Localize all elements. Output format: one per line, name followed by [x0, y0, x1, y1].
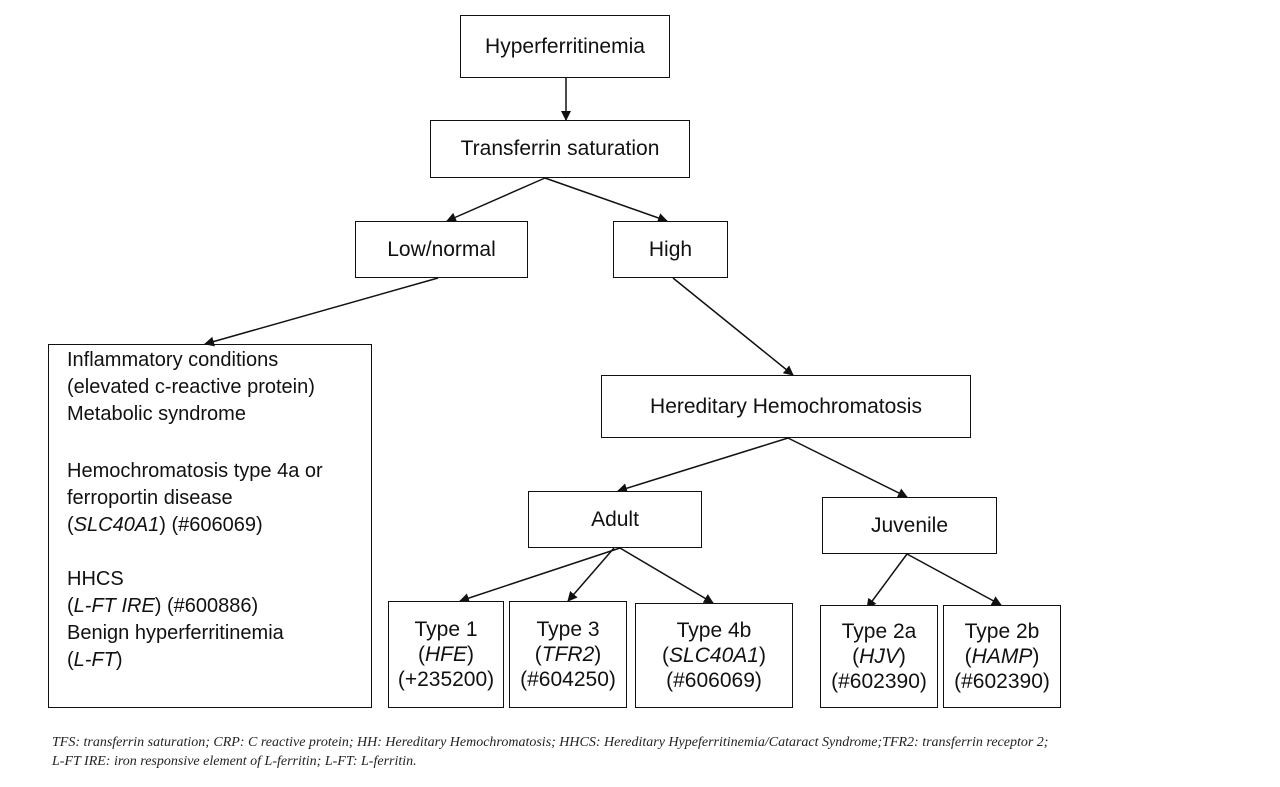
- node-label: Transferrin saturation: [460, 137, 660, 161]
- arrow-saturation-to-high: [544, 177, 668, 223]
- arrow-juvenile-to-type2a: [866, 553, 908, 609]
- node-type-1: Type 1 (HFE) (+235200): [388, 601, 504, 708]
- arrow-low-normal-to-conditions: [204, 277, 439, 347]
- node-type-4b: Type 4b (SLC40A1) (#606069): [635, 603, 793, 708]
- node-type-2a: Type 2a (HJV) (#602390): [820, 605, 938, 708]
- node-high: High: [613, 221, 728, 278]
- type-gene: (SLC40A1): [662, 643, 766, 667]
- caption-line: L-FT IRE: iron responsive element of L-f…: [52, 754, 417, 769]
- node-type-3: Type 3 (TFR2) (#604250): [509, 601, 627, 708]
- type-name: Type 4b: [676, 618, 752, 642]
- arrow-hh-to-adult: [617, 437, 789, 494]
- arrow-adult-to-type3: [567, 547, 615, 602]
- type-omim: (#602390): [831, 670, 927, 694]
- gene-name: L-FT: [73, 649, 116, 671]
- node-label: Hyperferritinemia: [485, 34, 645, 58]
- arrow-adult-to-type4b: [619, 547, 714, 604]
- gene-name: SLC40A1: [73, 514, 160, 536]
- condition-text: Metabolic syndrome: [67, 403, 246, 425]
- node-low-normal-conditions: Inflammatory conditions (elevated c-reac…: [48, 344, 372, 708]
- node-adult: Adult: [528, 491, 702, 548]
- condition-text: (SLC40A1) (#606069): [67, 514, 263, 536]
- condition-text: Benign hyperferritinemia: [67, 622, 284, 644]
- node-hyperferritinemia: Hyperferritinemia: [460, 15, 670, 78]
- arrow-saturation-to-low-normal: [446, 177, 546, 222]
- condition-text: (L-FT IRE) (#600886): [67, 595, 259, 617]
- figure-caption: TFS: transferrin saturation; CRP: C reac…: [52, 733, 1252, 771]
- type-gene: (HAMP): [964, 644, 1040, 668]
- node-label: Adult: [591, 507, 639, 531]
- node-type-2b: Type 2b (HAMP) (#602390): [943, 605, 1061, 708]
- type-name: Type 3: [536, 617, 600, 641]
- caption-line: TFS: transferrin saturation; CRP: C reac…: [52, 735, 1049, 750]
- arrow-juvenile-to-type2b: [906, 553, 1002, 606]
- type-gene: (TFR2): [534, 642, 602, 666]
- condition-text: ferroportin disease: [67, 487, 233, 509]
- node-label: Low/normal: [387, 237, 496, 261]
- type-omim: (+235200): [397, 668, 495, 692]
- condition-text: Inflammatory conditions: [67, 349, 279, 371]
- type-omim: (#606069): [666, 669, 762, 693]
- type-gene: (HFE): [418, 642, 474, 666]
- type-omim: (#604250): [520, 668, 616, 692]
- type-omim: (#602390): [954, 670, 1050, 694]
- arrow-adult-to-type1: [459, 547, 621, 603]
- node-transferrin-saturation: Transferrin saturation: [430, 120, 690, 178]
- node-label: Hereditary Hemochromatosis: [650, 394, 922, 418]
- node-juvenile: Juvenile: [822, 497, 997, 554]
- gene-name: L-FT IRE: [73, 595, 155, 617]
- type-name: Type 2b: [964, 619, 1040, 643]
- condition-text: Hemochromatosis type 4a or: [67, 460, 323, 482]
- type-name: Type 2a: [841, 619, 917, 643]
- node-low-normal: Low/normal: [355, 221, 528, 278]
- arrow-high-to-hh: [672, 277, 794, 376]
- condition-text: (elevated c-reactive protein): [67, 376, 315, 398]
- type-name: Type 1: [414, 617, 478, 641]
- condition-text: HHCS: [67, 568, 124, 590]
- node-label: High: [648, 237, 693, 261]
- type-gene: (HJV): [852, 644, 906, 668]
- arrow-hh-to-juvenile: [787, 437, 908, 498]
- node-hereditary-hemochromatosis: Hereditary Hemochromatosis: [601, 375, 971, 438]
- condition-text: (L-FT): [67, 649, 123, 671]
- node-label: Juvenile: [870, 513, 949, 537]
